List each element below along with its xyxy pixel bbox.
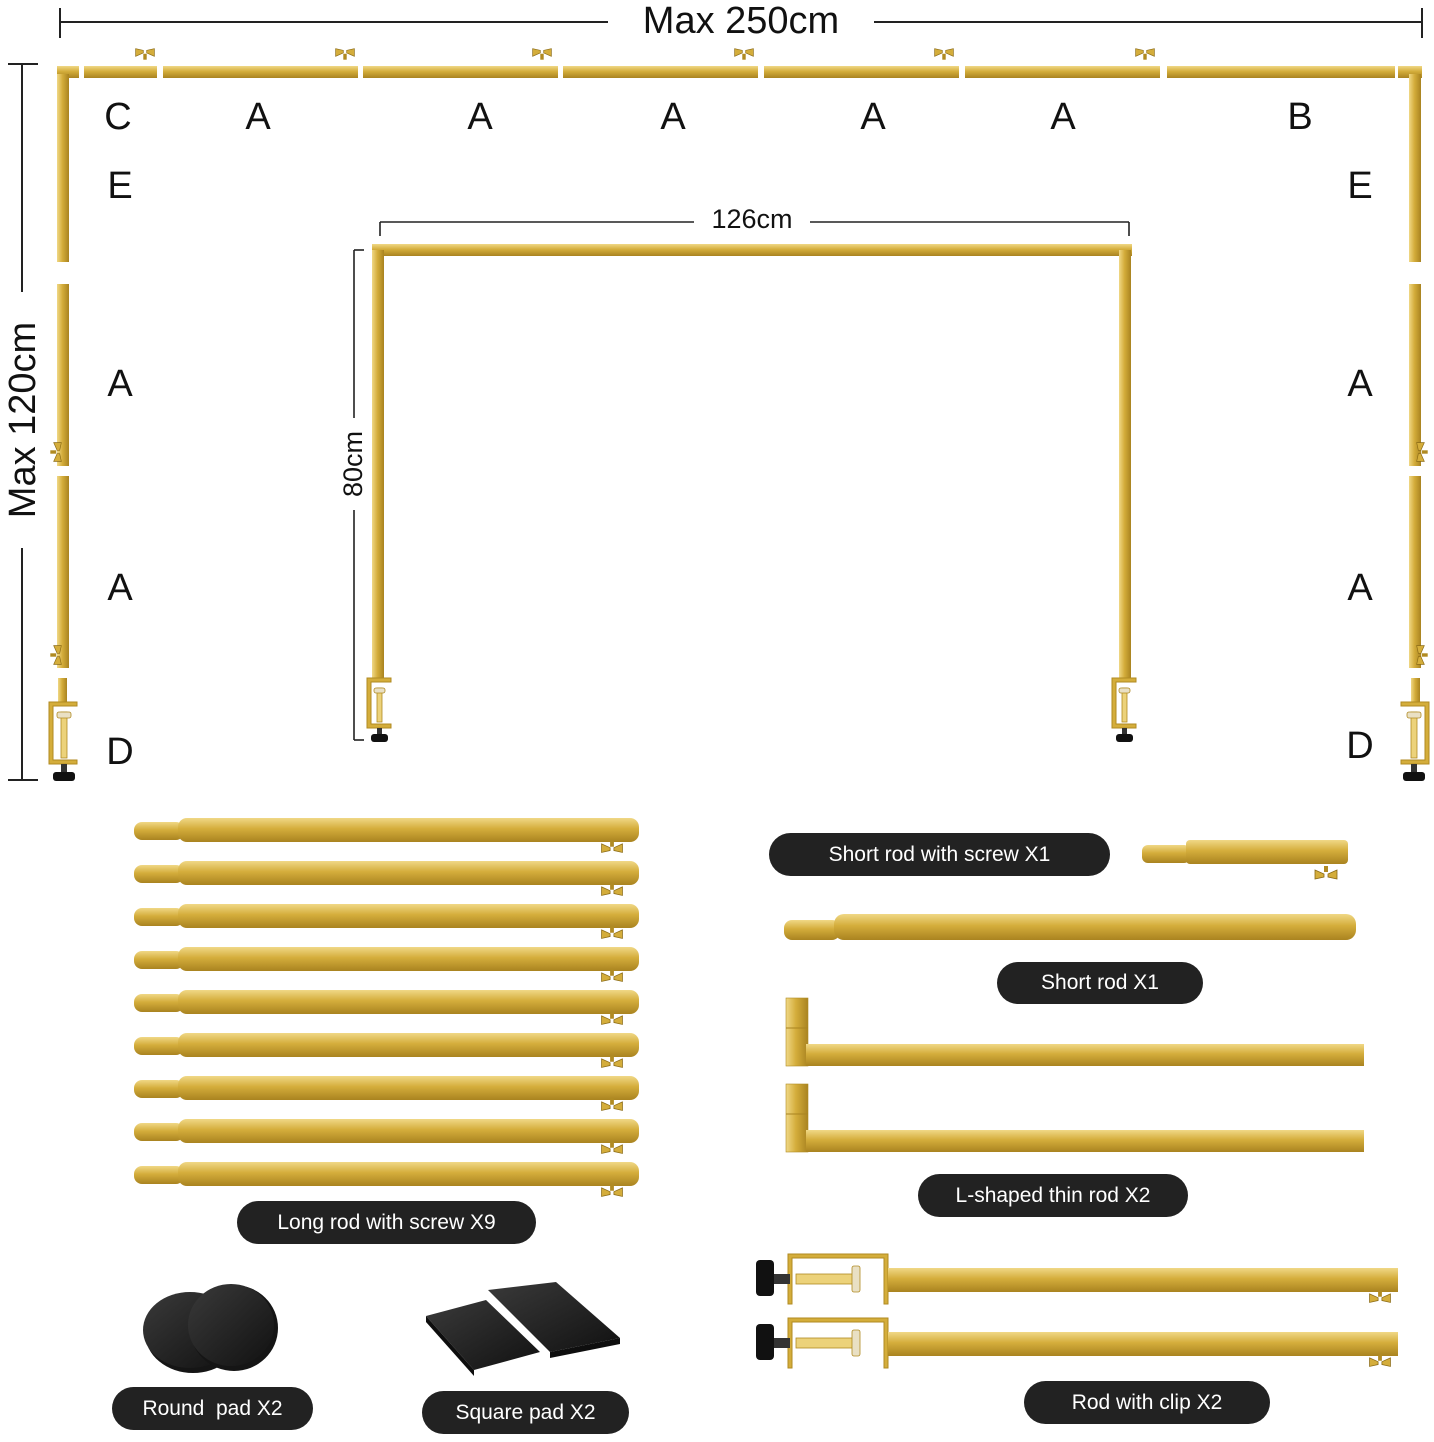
clip-rod-label: Rod with clip X2	[1024, 1381, 1270, 1424]
short-rod-with-screw-label: Short rod with screw X1	[769, 833, 1110, 876]
wing-screw-icon	[934, 48, 954, 60]
wing-screw-icon	[601, 1012, 623, 1025]
max-width-label: Max 250cm	[643, 0, 839, 42]
wing-screw-icon	[1416, 645, 1428, 665]
clamp-icon	[1400, 701, 1430, 781]
l-shaped-rods-group	[785, 997, 1364, 1153]
frame-top-screws	[135, 48, 1155, 60]
square-pads	[426, 1282, 620, 1376]
wing-screw-icon	[335, 48, 355, 60]
wing-screw-icon	[1369, 1290, 1391, 1303]
part-letter-top: C	[104, 96, 131, 138]
wing-screw-icon	[601, 1055, 623, 1068]
square-pad-label: Square pad X2	[422, 1391, 629, 1434]
part-letter-top: B	[1287, 96, 1312, 138]
long-rod	[134, 818, 639, 853]
l-shaped-rod	[785, 1083, 1364, 1153]
wing-screw-icon	[601, 969, 623, 982]
round-pads	[143, 1284, 278, 1373]
long-rod	[134, 1033, 639, 1068]
long-rods-group	[134, 818, 639, 1197]
round-pad-label: Round pad X2	[112, 1387, 313, 1430]
wing-screw-icon	[50, 645, 62, 665]
part-letter-right: E	[1347, 165, 1372, 207]
rod-with-clip	[756, 1317, 1398, 1369]
part-letter-right: A	[1347, 363, 1373, 405]
long-rod	[134, 1076, 639, 1111]
short-rod-label: Short rod X1	[997, 962, 1203, 1004]
part-letter-right: D	[1346, 725, 1373, 767]
part-letter-left: A	[107, 363, 133, 405]
max-height-label: Max 120cm	[2, 322, 44, 518]
wing-screw-icon	[135, 48, 155, 60]
wing-screw-icon	[1314, 866, 1338, 880]
inner-frame	[372, 244, 1132, 678]
part-letter-left: A	[107, 567, 133, 609]
l-shaped-rod-label: L-shaped thin rod X2	[918, 1174, 1188, 1217]
part-letter-top: A	[1050, 96, 1076, 138]
part-letter-top: A	[860, 96, 886, 138]
wing-screw-icon	[601, 1184, 623, 1197]
wing-screw-icon	[1369, 1354, 1391, 1367]
inner-frame-clamps	[366, 677, 1137, 742]
wing-screw-icon	[1416, 442, 1428, 462]
part-letter-top: A	[660, 96, 686, 138]
frame-left-post	[57, 74, 69, 702]
wing-screw-icon	[50, 442, 62, 462]
max-height-dimension	[8, 63, 38, 781]
part-letter-top: A	[245, 96, 271, 138]
clamp-icon	[366, 677, 392, 742]
frame-top-rail	[57, 66, 1422, 78]
short-rod-with-screw	[1142, 840, 1348, 880]
frame-right-post	[1409, 74, 1421, 702]
wing-screw-icon	[601, 1141, 623, 1154]
wing-screw-icon	[601, 926, 623, 939]
long-rod	[134, 990, 639, 1025]
wing-screw-icon	[601, 883, 623, 896]
wing-screw-icon	[734, 48, 754, 60]
rod-with-clip	[756, 1253, 1398, 1305]
long-rod	[134, 861, 639, 896]
max-width-dimension	[59, 8, 1423, 38]
inner-width-dimension	[379, 221, 1130, 236]
wing-screw-icon	[1135, 48, 1155, 60]
part-letter-top: A	[467, 96, 493, 138]
long-rod	[134, 947, 639, 982]
inner-width-label: 126cm	[711, 204, 792, 234]
clamp-icon	[48, 701, 78, 781]
part-letter-right: A	[1347, 567, 1373, 609]
long-rod	[134, 1119, 639, 1154]
long-rod	[134, 1162, 639, 1197]
short-rod	[784, 914, 1356, 940]
wing-screw-icon	[601, 1098, 623, 1111]
wing-screw-icon	[601, 840, 623, 853]
frame-side-screws	[50, 442, 1428, 665]
part-letter-left: E	[107, 165, 132, 207]
long-rod-label: Long rod with screw X9	[237, 1201, 536, 1244]
l-shaped-rod	[785, 997, 1364, 1067]
part-letter-left: D	[106, 731, 133, 773]
frame-clamps	[48, 701, 1430, 781]
clip-rods-group	[756, 1253, 1398, 1369]
inner-height-label: 80cm	[338, 431, 368, 497]
inner-height-dimension	[353, 249, 364, 741]
wing-screw-icon	[532, 48, 552, 60]
clamp-icon	[1111, 677, 1137, 742]
long-rod	[134, 904, 639, 939]
